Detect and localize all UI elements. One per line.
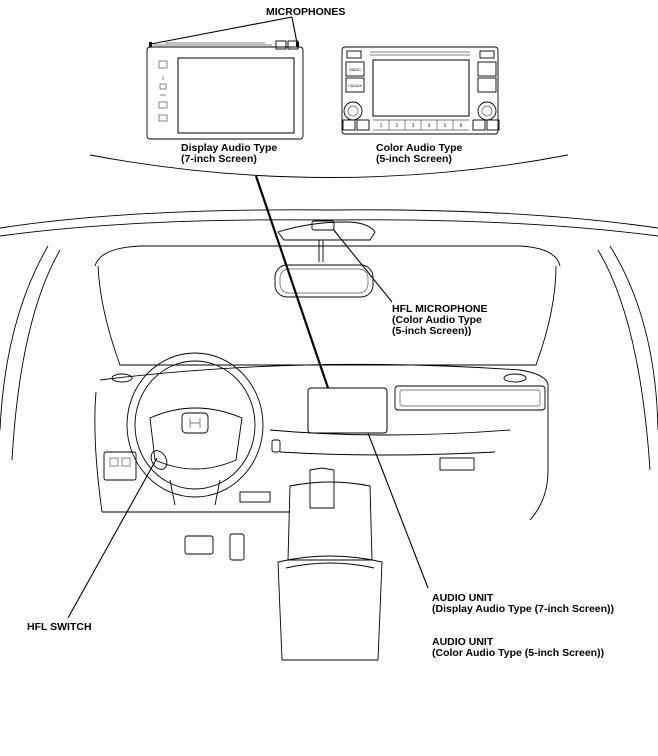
leader-audio-unit <box>367 432 429 589</box>
dashboard-audio-screen <box>307 387 388 434</box>
label-display-audio-line1: Display Audio Type <box>181 142 278 154</box>
preset-6-label: 6 <box>460 123 463 128</box>
color-audio-screen <box>372 59 470 117</box>
label-display-audio-type: Display Audio Type (7-inch Screen) <box>181 143 277 165</box>
display-audio-screen <box>177 57 295 134</box>
leader-hfl-switch <box>67 457 158 619</box>
label-audio-unit-display-line2: (Display Audio Type (7-inch Screen)) <box>432 603 615 615</box>
hfl-switch-icon <box>150 450 168 470</box>
cd-aux-button-label: CD/AUX <box>348 84 362 88</box>
label-color-audio-line1: Color Audio Type <box>376 142 463 154</box>
label-audio-unit-display: AUDIO UNIT (Display Audio Type (7-inch S… <box>432 593 614 615</box>
preset-5-label: 5 <box>444 123 447 128</box>
label-audio-unit-color-line2: (Color Audio Type (5-inch Screen)) <box>432 647 605 659</box>
leader-microphone-left <box>150 16 293 45</box>
label-color-audio-type: Color Audio Type (5-inch Screen) <box>376 143 462 165</box>
label-display-audio-line2: (7-inch Screen) <box>181 153 257 165</box>
cabin-outline <box>0 209 658 471</box>
hfl-microphone-icon <box>311 220 335 231</box>
dashboard <box>94 363 549 521</box>
preset-3-label: 3 <box>412 123 415 128</box>
label-hfl-microphone: HFL MICROPHONE (Color Audio Type (5-inch… <box>392 304 487 337</box>
label-hfl-microphone-line1: HFL MICROPHONE <box>392 303 488 315</box>
radio-button-label: RADIO <box>349 68 360 72</box>
leader-microphone-right <box>291 16 298 44</box>
label-microphones: MICROPHONES <box>266 6 346 18</box>
label-hfl-microphone-line3: (5-inch Screen)) <box>392 325 472 337</box>
label-audio-unit-color: AUDIO UNIT (Color Audio Type (5-inch Scr… <box>432 637 604 659</box>
rearview-mirror <box>274 220 376 298</box>
label-audio-unit-display-line1: AUDIO UNIT <box>432 592 494 604</box>
preset-1-label: 1 <box>380 123 383 128</box>
label-audio-unit-color-line1: AUDIO UNIT <box>432 636 494 648</box>
display-audio-unit <box>146 40 304 140</box>
label-color-audio-line2: (5-inch Screen) <box>376 153 452 165</box>
color-audio-unit: RADIO CD/AUX 1 2 3 4 5 6 <box>341 46 500 135</box>
leader-detail-to-audio <box>254 175 330 389</box>
microphone-right-icon <box>296 42 299 47</box>
leader-hfl-microphone <box>332 228 393 303</box>
label-hfl-switch: HFL SWITCH <box>27 621 92 633</box>
preset-2-label: 2 <box>396 123 399 128</box>
center-console <box>184 467 383 661</box>
label-hfl-microphone-line2: (Color Audio Type <box>392 314 482 326</box>
detail-callout-curve <box>89 154 569 178</box>
microphone-left-icon <box>149 42 152 47</box>
steering-wheel <box>126 352 264 506</box>
preset-4-label: 4 <box>428 123 431 128</box>
